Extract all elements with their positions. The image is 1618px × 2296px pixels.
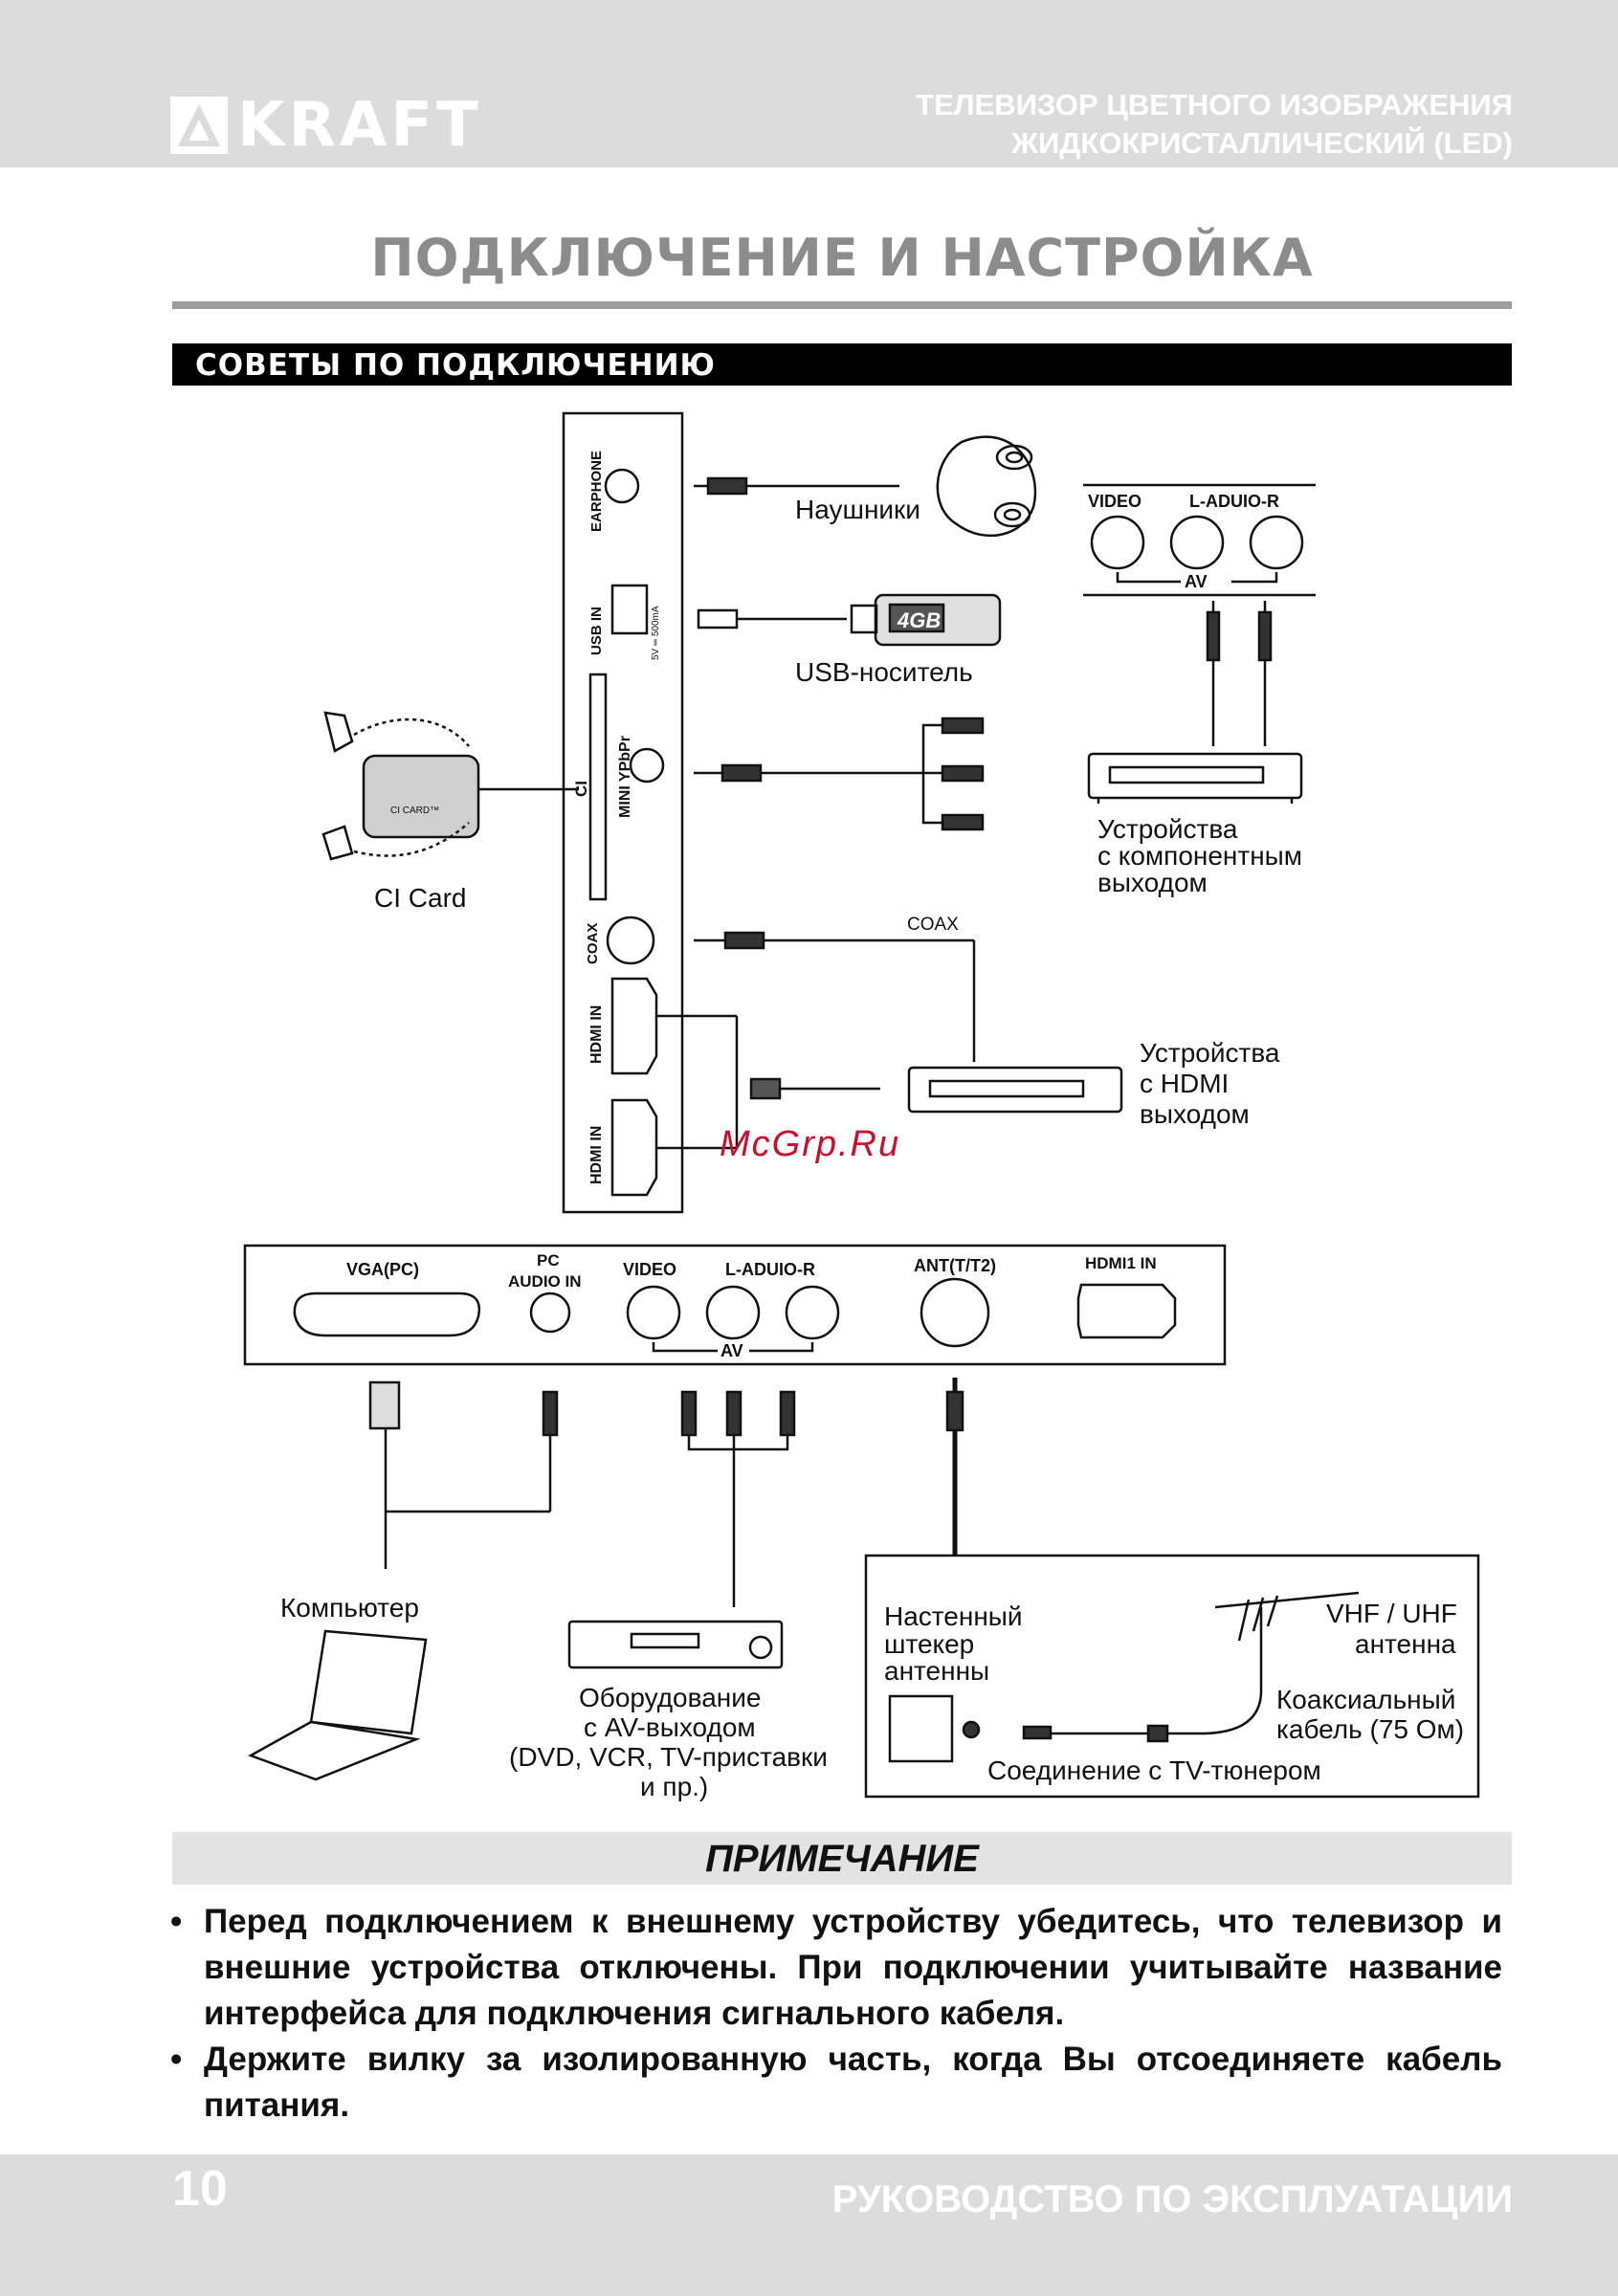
earphone-jack [604,468,640,504]
vga-label: VGA(PC) [346,1260,419,1279]
wall-socket-label-2: штекер [884,1629,974,1659]
hdmi-device-icon [907,1066,1123,1114]
page-title: ПОДКЛЮЧЕНИЕ И НАСТРОЙКА [370,228,1314,288]
hdmi-device-label-1: Устройства [1140,1038,1280,1068]
kraft-logo-icon [170,97,228,154]
computer-label: Компьютер [280,1593,419,1623]
section-header: СОВЕТЫ ПО ПОДКЛЮЧЕНИЮ [172,343,1512,386]
component-label-1: Устройства [1097,814,1238,844]
av-top-audio: L-ADUIO-R [1189,492,1279,511]
pc-audio-label-1: PC [537,1251,560,1269]
av-device-label-1: Оборудование [579,1683,761,1712]
laptop-icon [309,1629,428,1735]
bullet-icon: • [170,2041,183,2078]
antenna-icon [1214,1591,1360,1642]
hdmi-port-1 [610,977,658,1075]
usb-in-label: USB IN [588,607,605,655]
coax-cable-box-label-2: кабель (75 Ом) [1276,1714,1464,1744]
av-device-label-4: и пр.) [640,1772,708,1801]
note-item-text: Держите вилку за изолированную часть, ко… [204,2041,1502,2124]
connection-diagram: EARPHONE USB IN 5V ═ 500mA CI MINI YPbPr… [243,411,1480,1801]
wall-socket-label-1: Настенный [884,1601,1023,1631]
component-label-2: с компонентным [1097,841,1302,871]
vhf-label-1: VHF / UHF [1326,1599,1457,1628]
coax-cable-box-label-1: Коаксиальный [1276,1685,1455,1714]
ci-card-inner-label: CI CARD™ [390,806,439,816]
coax-cable-label: COAX [907,915,959,935]
side-panel [562,411,684,1214]
earphone-label: EARPHONE [588,451,605,532]
note-item: • Перед подключением к внешнему устройст… [170,1899,1502,2037]
ci-slot [588,673,608,901]
page-number: 10 [172,2161,228,2217]
component-device-icon [1087,752,1303,800]
headphones-icon [936,435,1037,538]
note-item: • Держите вилку за изолированную часть, … [170,2037,1502,2129]
brand-logo: KRAFT [170,90,482,161]
bottom-panel [243,1244,1227,1366]
hdmi1-label: HDMI1 IN [1085,1254,1157,1272]
av-top-av: AV [1185,572,1208,591]
wall-socket-icon [888,1694,954,1763]
note-header: ПРИМЕЧАНИЕ [172,1832,1512,1885]
page-header: KRAFT ТЕЛЕВИЗОР ЦВЕТНОГО ИЗОБРАЖЕНИЯ ЖИД… [0,0,1618,167]
usb-stick-label: USB-носитель [795,657,973,687]
hdmi-in-label-1: HDMI IN [588,1005,605,1064]
coax-jack [606,916,655,965]
vga-port [293,1292,481,1337]
hdmi1-port [1076,1283,1177,1339]
title-divider [172,301,1512,309]
component-label-3: выходом [1097,868,1208,897]
dvd-player-icon [567,1620,784,1669]
hdmi-in-label-2: HDMI IN [588,1126,605,1184]
bottom-video-label: VIDEO [623,1260,676,1279]
bottom-audio-label: L-ADUIO-R [725,1260,815,1279]
av-top-video: VIDEO [1088,492,1141,511]
usb-port [610,584,649,635]
ci-card-icon [362,754,480,839]
antenna-box [864,1554,1480,1799]
bottom-av-label: AV [720,1341,743,1360]
note-list: • Перед подключением к внешнему устройст… [170,1899,1502,2129]
hdmi-device-label-3: выходом [1140,1099,1250,1129]
usb-capacity-label: 4GB [897,608,941,632]
av-device-label-2: с AV-выходом [584,1712,756,1742]
headphones-label: Наушники [795,495,920,524]
ant-label: ANT(T/T2) [914,1256,996,1275]
section-title: СОВЕТЫ ПО ПОДКЛЮЧЕНИЮ [195,348,716,383]
ci-card-label: CI Card [374,883,466,913]
av-device-label-3: (DVD, VCR, TV-приставки [509,1742,828,1772]
footer-title: РУКОВОДСТВО ПО ЭКСПЛУАТАЦИИ [831,2178,1513,2220]
note-title: ПРИМЕЧАНИЕ [705,1838,979,1880]
ypbpr-label: MINI YPbPr [617,736,633,818]
coax-label: COAX [585,923,601,964]
document-title-line-1: ТЕЛЕВИЗОР ЦВЕТНОГО ИЗОБРАЖЕНИЯ [916,88,1513,121]
tuner-label: Соединение с TV-тюнером [987,1755,1321,1785]
watermark: McGrp.Ru [720,1124,901,1164]
document-title-line-2: ЖИДКОКРИСТАЛЛИЧЕСКИЙ (LED) [1010,126,1513,160]
hdmi-device-label-2: с HDMI [1140,1069,1229,1098]
ypbpr-jack [629,747,665,784]
page-footer [0,2154,1618,2296]
wall-socket-label-3: антенны [884,1656,989,1686]
bullet-icon: • [170,1903,183,1940]
brand-name: KRAFT [237,90,482,161]
document-title: ТЕЛЕВИЗОР ЦВЕТНОГО ИЗОБРАЖЕНИЯ ЖИДКОКРИС… [916,86,1513,163]
pc-audio-label-2: AUDIO IN [508,1272,582,1291]
ci-label: CI [572,781,590,797]
usb-spec-label: 5V ═ 500mA [651,606,661,660]
hdmi-port-2 [610,1098,658,1197]
vhf-label-2: антенна [1355,1629,1456,1659]
note-item-text: Перед подключением к внешнему устройству… [204,1903,1502,2032]
